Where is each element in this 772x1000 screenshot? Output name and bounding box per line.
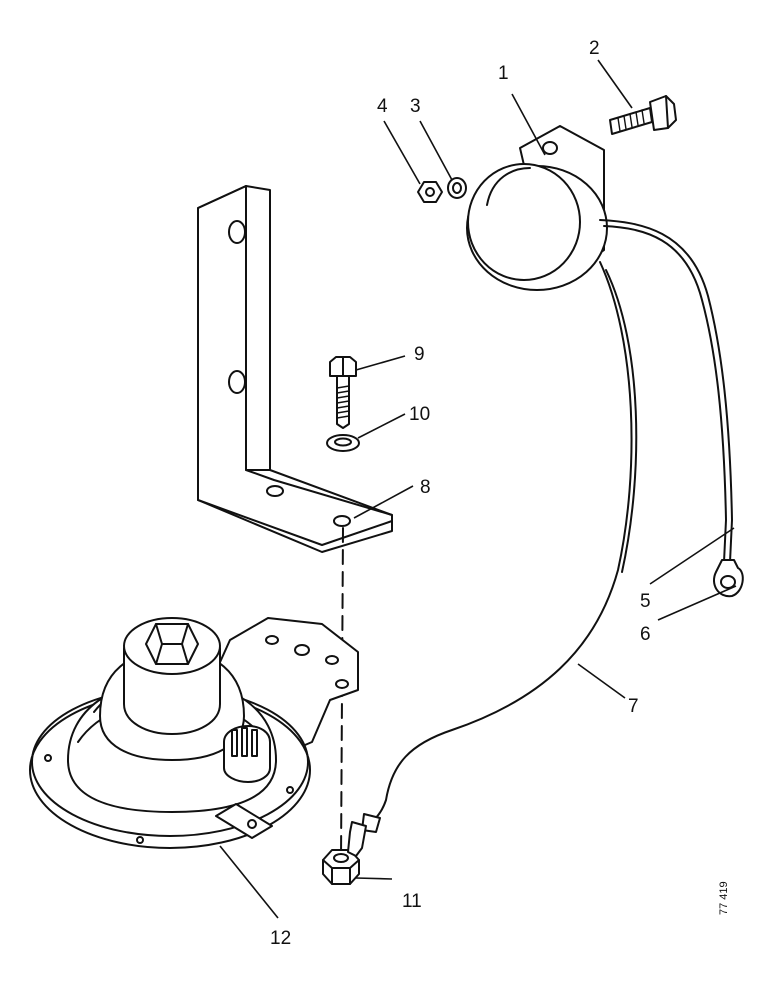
bracket-part-8: [197, 185, 393, 553]
spade-terminal-wire-7: [347, 813, 381, 857]
callout-6: 6: [640, 624, 651, 645]
callout-4: 4: [377, 96, 388, 117]
bolt-part-9: [329, 356, 357, 429]
callout-8: 8: [420, 477, 431, 498]
reference-number: 77 419: [718, 881, 730, 915]
bolt-part-2: [609, 95, 677, 135]
nut-part-4: [417, 181, 443, 203]
callout-11: 11: [402, 891, 422, 912]
callout-12: 12: [270, 928, 291, 949]
washer-part-10: [326, 434, 360, 452]
callout-7: 7: [628, 696, 639, 717]
callout-labels: 1 2 3 4 5 6 7 8 9 10 11 12: [270, 38, 651, 949]
relay-part-1: [466, 125, 608, 291]
callout-2: 2: [589, 38, 600, 59]
wire-part-7: [371, 261, 638, 823]
callout-5: 5: [640, 591, 651, 612]
callout-9: 9: [414, 344, 425, 365]
ring-terminal-part-6: [713, 559, 744, 598]
callout-1: 1: [498, 63, 509, 84]
callout-3: 3: [410, 96, 421, 117]
nut-part-11: [322, 849, 360, 885]
callout-10: 10: [409, 404, 430, 425]
wire-part-5: [599, 219, 733, 563]
washer-part-3: [447, 177, 467, 199]
leader-lines: [219, 59, 737, 919]
horn-part-12: [29, 617, 359, 849]
